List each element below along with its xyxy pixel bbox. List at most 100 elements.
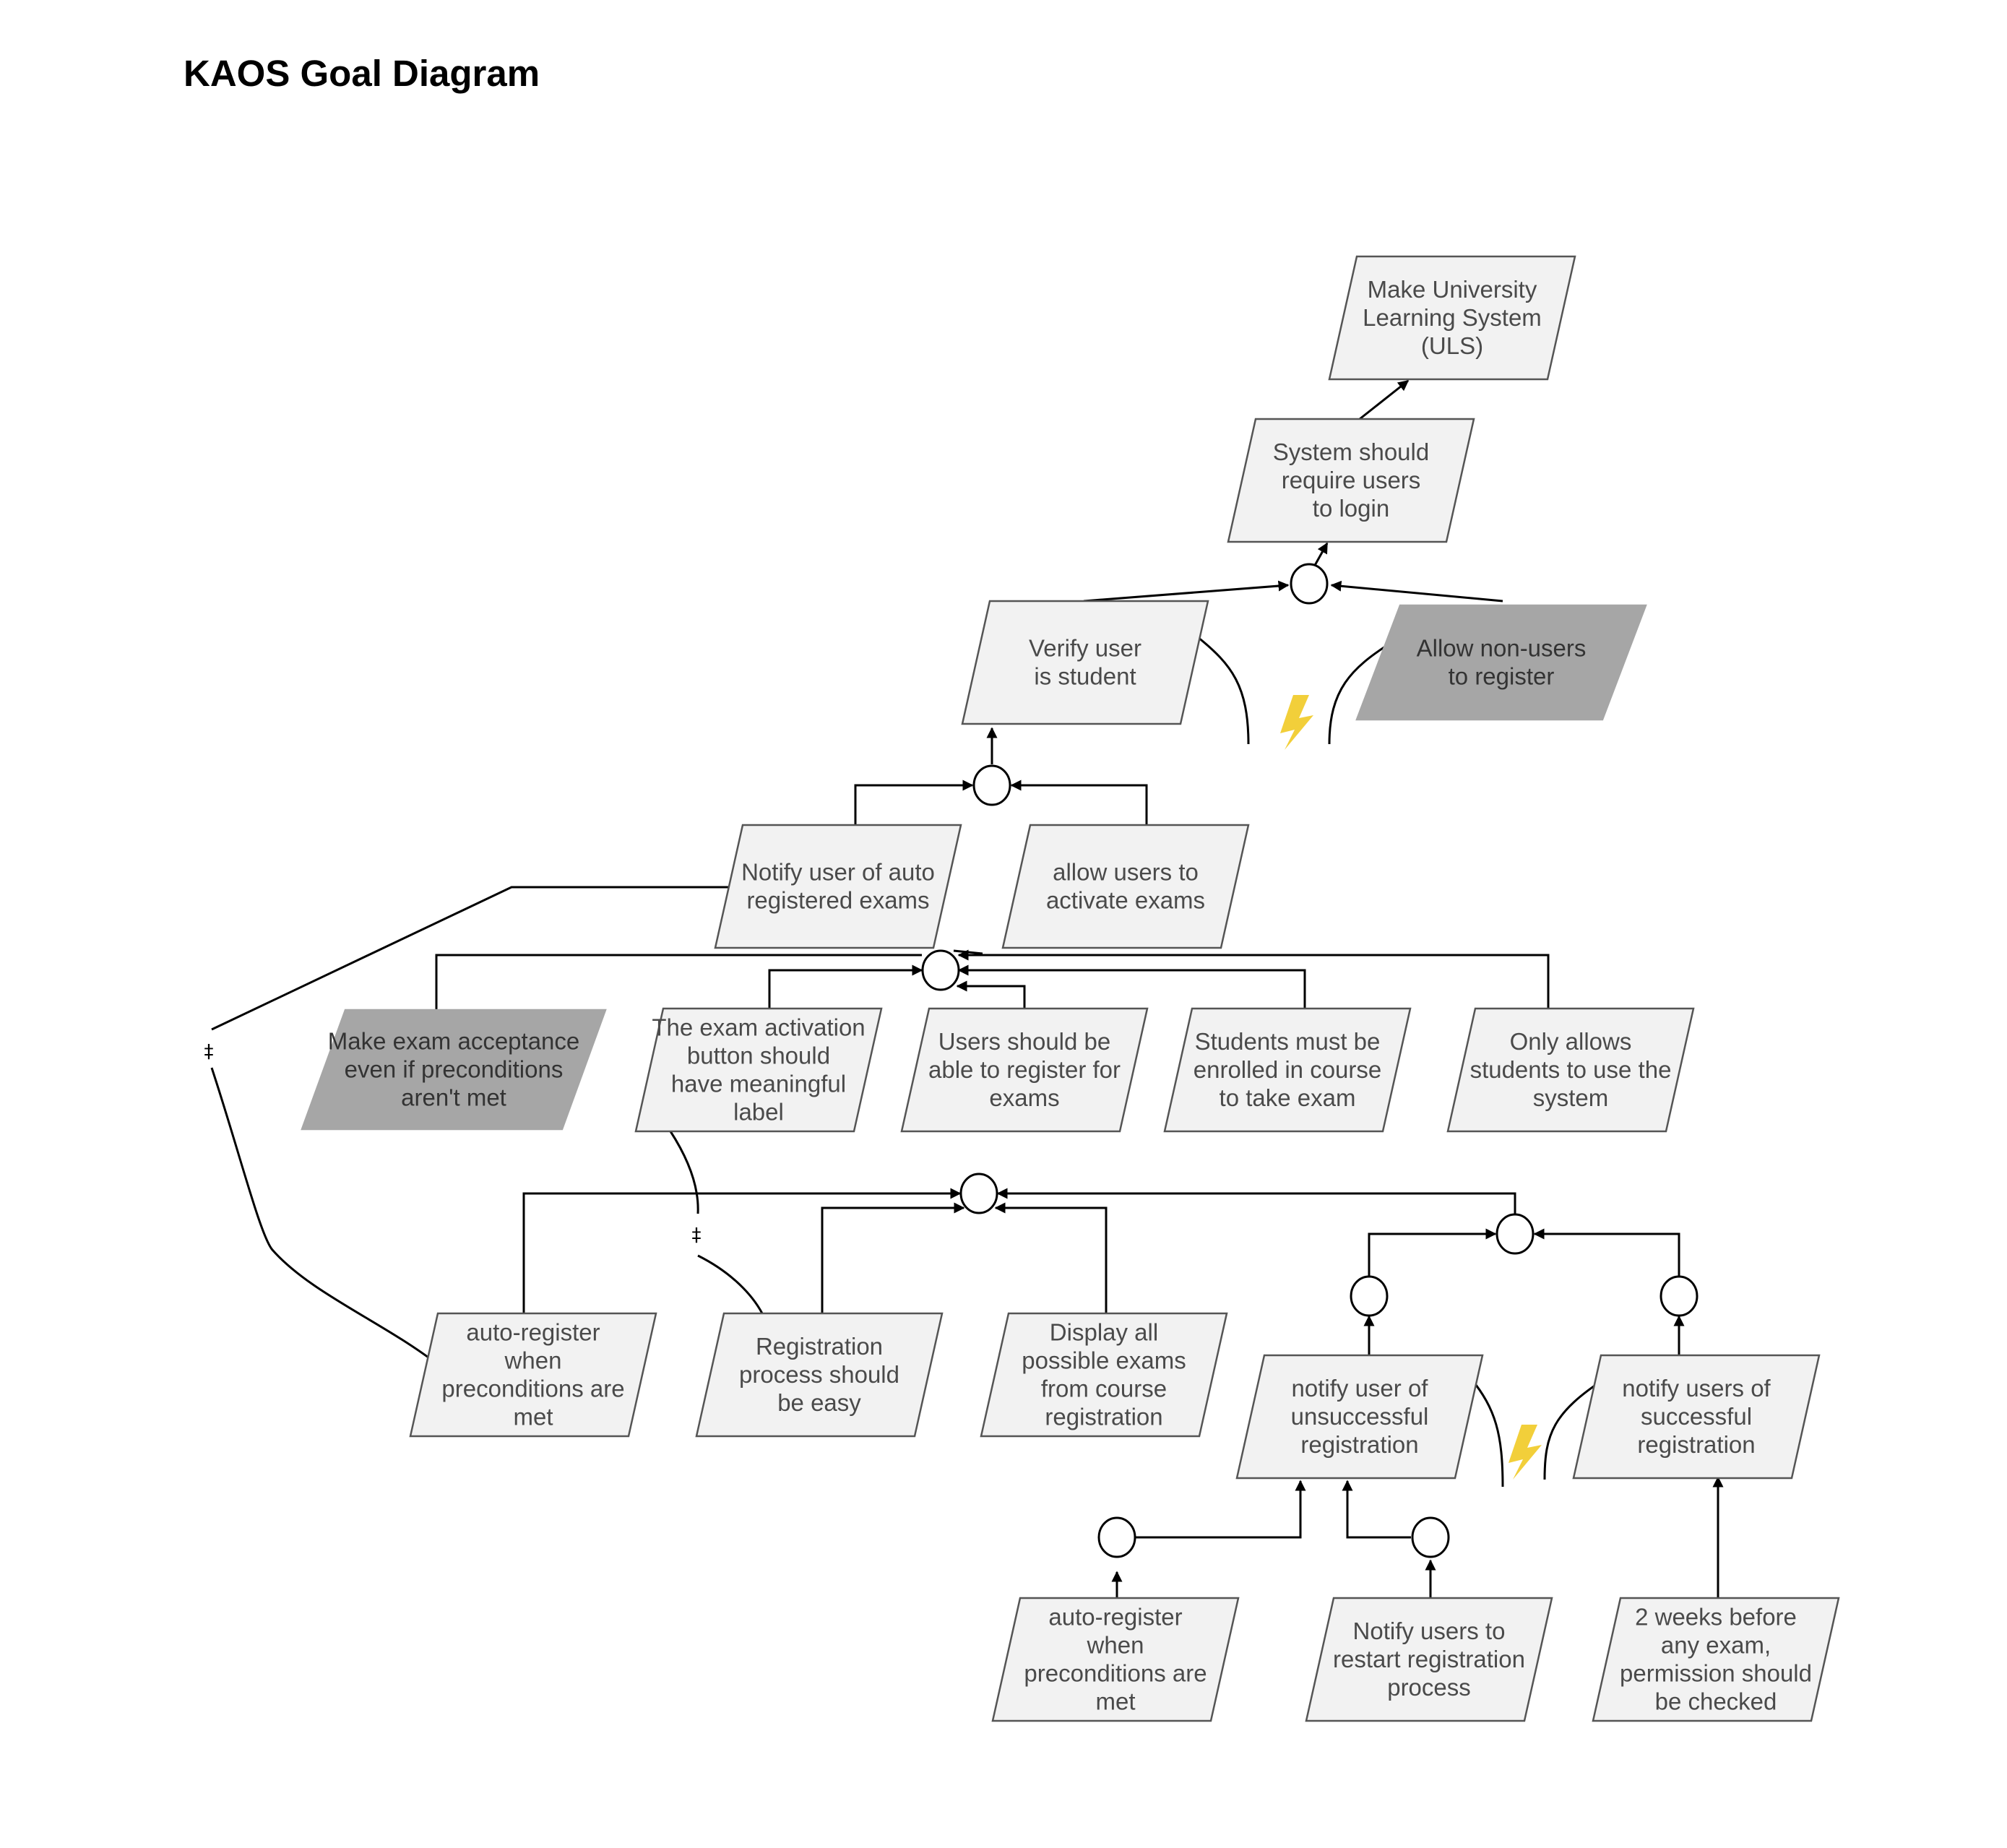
- edge-nodeI-to-unsuccess: [1342, 1480, 1411, 1539]
- goal-shape: [1446, 1007, 1695, 1133]
- goal-shape: [980, 1312, 1228, 1438]
- goal-label-line: notify users of: [1622, 1375, 1771, 1402]
- edge-button-to-nodeC: [768, 964, 923, 1009]
- edge-enrolled-to-nodeC: [957, 964, 1306, 1009]
- goal-shape: [301, 1009, 607, 1131]
- goal-label-line: System should: [1273, 439, 1429, 465]
- goal-label-line: registered exams: [746, 887, 929, 914]
- relation-mark-middle: ‡: [692, 1225, 702, 1246]
- goal-label-line: met: [1095, 1688, 1135, 1715]
- goal-label-line: system: [1533, 1084, 1609, 1111]
- goal-shape: [1001, 824, 1250, 949]
- goal-shape: [961, 600, 1209, 725]
- goal-label-line: be checked: [1655, 1688, 1777, 1715]
- refinement-edges: [435, 379, 1724, 1598]
- edge-nonusers-to-nodeA: [1330, 580, 1503, 603]
- conflict-curve-unsuccess: [1469, 1378, 1504, 1488]
- refinement-node-a: [1290, 563, 1329, 605]
- edge-nodeC-to-activate: [953, 949, 983, 955]
- goal-label-line: Learning System: [1363, 304, 1542, 331]
- goal-label-line: is student: [1034, 663, 1136, 690]
- goal-label-line: Allow non-users: [1417, 635, 1587, 662]
- goal-label-line: process: [1387, 1674, 1471, 1701]
- refinement-node-b: [972, 764, 1011, 806]
- conflict-bolt-icon: [1509, 1425, 1542, 1480]
- refinement-node-f: [1350, 1275, 1389, 1317]
- goal-label-line: The exam activation: [652, 1014, 865, 1041]
- goal-label-line: preconditions are: [1024, 1660, 1207, 1687]
- edge-notifyauto-to-nodeB: [854, 780, 974, 825]
- goal-label-line: auto-register: [466, 1319, 600, 1346]
- goal-label-line: able to register for: [928, 1056, 1121, 1083]
- refinement-node-g: [1659, 1275, 1699, 1317]
- goal-label-line: auto-register: [1048, 1604, 1182, 1631]
- goal-label-line: allow users to: [1053, 859, 1199, 886]
- goal-label-line: even if preconditions: [345, 1056, 564, 1083]
- goal-label-line: Notify user of auto: [741, 859, 935, 886]
- goal-label-line: to register: [1449, 663, 1555, 690]
- goal-label-line: Users should be: [938, 1028, 1110, 1055]
- goal-shape: [714, 824, 962, 949]
- conflict-lines: [210, 636, 1606, 1488]
- goal-label-line: Display all: [1050, 1319, 1158, 1346]
- goal-label-line: registration: [1637, 1431, 1755, 1458]
- goal-label-line: enrolled in course: [1194, 1056, 1382, 1083]
- goal-label-line: label: [733, 1099, 784, 1126]
- conflict-curve-success: [1543, 1377, 1606, 1480]
- edge-nodeA-to-login: [1312, 542, 1329, 569]
- edge-autoreg-to-nodeD: [522, 1188, 962, 1313]
- goal-label-line: met: [513, 1404, 553, 1430]
- goal-label-line: aren't met: [401, 1084, 506, 1111]
- edge-acceptance-to-nodeC: [435, 954, 922, 1010]
- conflict-curve-verify: [1197, 636, 1250, 745]
- edge-register-to-nodeC: [956, 980, 1026, 1009]
- goal-shape: [1227, 418, 1475, 543]
- goal-label-line: have meaningful: [671, 1071, 846, 1097]
- goal-label-line: students to use the: [1470, 1056, 1672, 1083]
- goal-label-line: 2 weeks before: [1635, 1604, 1797, 1631]
- goal-shape: [1355, 604, 1647, 721]
- goal-label-line: to take exam: [1220, 1084, 1356, 1111]
- goal-label-line: process should: [739, 1361, 899, 1388]
- goal-label-line: preconditions are: [441, 1376, 624, 1402]
- goal-label-line: button should: [687, 1042, 830, 1069]
- goal-label-line: Notify users to: [1353, 1618, 1506, 1644]
- goal-shape: [1592, 1597, 1840, 1722]
- goal-shape: [409, 1312, 657, 1438]
- goal-label-line: when: [504, 1347, 562, 1374]
- relation-curve-left-lower: [210, 1067, 438, 1365]
- conflict-bolt-icon: [1280, 695, 1313, 750]
- edge-nodeF-to-nodeE: [1368, 1228, 1497, 1276]
- goal-label-line: Make exam acceptance: [328, 1028, 580, 1055]
- edge-nodeE-to-nodeD: [996, 1188, 1516, 1215]
- goal-label-line: possible exams: [1022, 1347, 1186, 1374]
- relation-curve-mid-lower: [697, 1254, 764, 1314]
- relation-curve-mid-upper: [669, 1131, 699, 1214]
- goal-shape: [1163, 1007, 1412, 1133]
- goal-shape: [1305, 1597, 1553, 1722]
- edge-display-to-nodeD: [994, 1202, 1108, 1313]
- relation-mark-left: ‡: [204, 1041, 214, 1063]
- edge-nodeG-to-nodeE: [1533, 1228, 1680, 1276]
- goal-label-line: exams: [989, 1084, 1059, 1111]
- goal-shape: [1572, 1354, 1821, 1480]
